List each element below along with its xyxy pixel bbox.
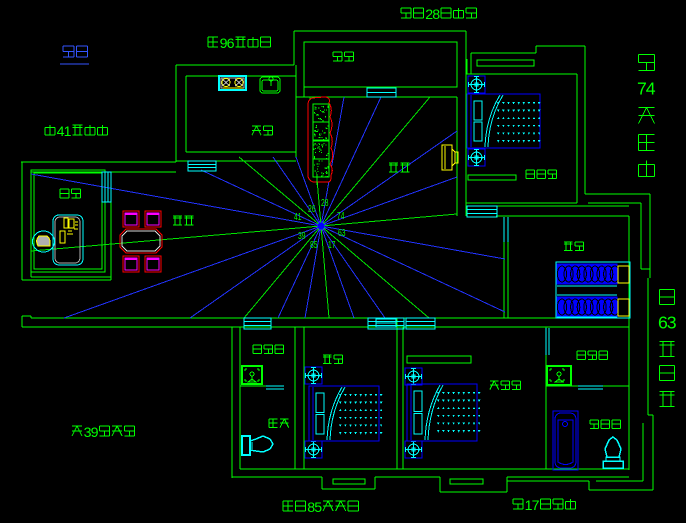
svg-text:41: 41 bbox=[57, 124, 72, 140]
svg-text:28: 28 bbox=[321, 198, 329, 209]
svg-text:39: 39 bbox=[298, 231, 306, 242]
svg-text:17: 17 bbox=[525, 498, 540, 514]
svg-text:63: 63 bbox=[338, 228, 346, 239]
svg-text:74: 74 bbox=[637, 79, 656, 99]
svg-text:39: 39 bbox=[84, 425, 99, 441]
svg-text:85: 85 bbox=[307, 500, 322, 516]
svg-text:74: 74 bbox=[337, 211, 345, 222]
svg-text:28: 28 bbox=[425, 7, 440, 23]
svg-text:41: 41 bbox=[294, 212, 302, 223]
svg-text:85: 85 bbox=[310, 240, 318, 251]
svg-text:17: 17 bbox=[328, 240, 336, 251]
svg-text:63: 63 bbox=[658, 313, 677, 333]
svg-text:26: 26 bbox=[308, 204, 316, 215]
svg-text:96: 96 bbox=[220, 36, 235, 52]
